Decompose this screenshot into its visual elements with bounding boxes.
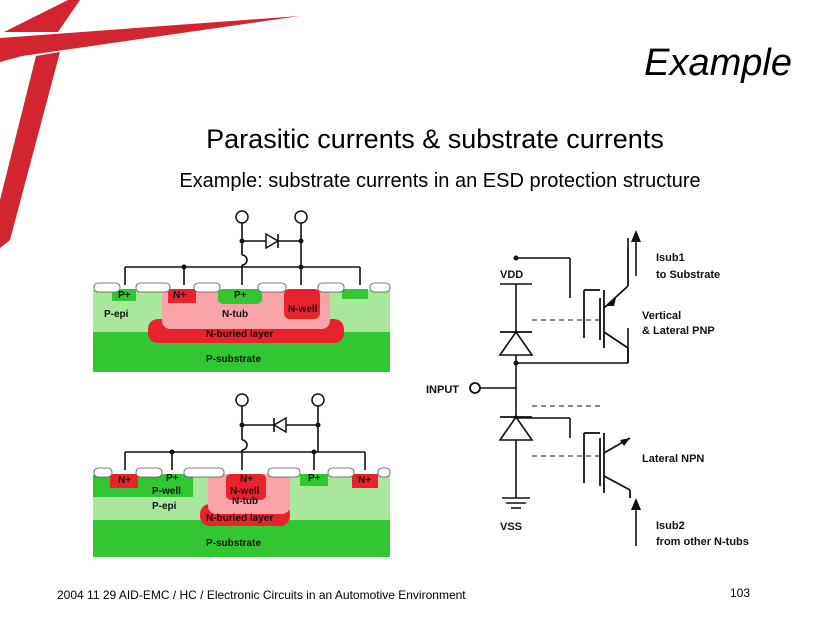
n-plus-left-region xyxy=(110,474,138,488)
n-plus-right-region xyxy=(352,474,378,488)
label-p-plus-right: P+ xyxy=(308,473,321,484)
input-label: INPUT xyxy=(426,384,459,396)
p-plus-left-region xyxy=(112,289,136,301)
p-plus-right-region xyxy=(342,289,368,299)
slide-subtitle: Parasitic currents & substrate currents xyxy=(206,124,664,154)
label-n-plus-right: N+ xyxy=(358,475,371,486)
isub2-arrow-icon xyxy=(631,498,641,510)
label-p-plus-center: P+ xyxy=(234,290,247,301)
label-n-well: N-well xyxy=(230,486,260,497)
p-substrate-layer xyxy=(93,520,390,557)
isub1-arrow-icon xyxy=(631,230,641,242)
upper-diode-icon xyxy=(498,330,534,356)
top-cross-section: P+ N+ P+ N-tub N-well P-epi N-buried lay… xyxy=(93,210,391,372)
pnp-label-2: & Lateral PNP xyxy=(642,325,715,337)
npn-label: Lateral NPN xyxy=(642,453,704,465)
p-plus-right-region xyxy=(300,474,328,486)
n-plus-region xyxy=(168,289,196,303)
label-p-epi: P-epi xyxy=(152,501,177,512)
slide-title: Example xyxy=(644,42,792,84)
label-p-substrate: P-substrate xyxy=(206,538,261,549)
page-number: 103 xyxy=(730,586,751,600)
label-n-plus-center: N+ xyxy=(240,474,253,485)
label-n-plus-left: N+ xyxy=(118,475,131,486)
npn-transistor-icon xyxy=(583,432,631,498)
n-well-region xyxy=(226,474,266,500)
label-n-buried: N-buried layer xyxy=(206,513,273,524)
n-well-region xyxy=(284,289,320,319)
vdd-label: VDD xyxy=(500,269,523,281)
isub1-desc: to Substrate xyxy=(656,269,720,281)
label-n-tub: N-tub xyxy=(222,309,248,320)
footer-text: 2004 11 29 AID-EMC / HC / Electronic Cir… xyxy=(57,588,466,602)
bottom-cross-section: N+ P+ P-well N+ N-well N-tub P+ N+ P-epi… xyxy=(93,393,391,557)
example-caption: Example: substrate currents in an ESD pr… xyxy=(179,170,701,192)
label-p-well: P-well xyxy=(152,486,181,497)
pnp-label-1: Vertical xyxy=(642,310,681,322)
red-cross-logo xyxy=(0,0,300,248)
pnp-transistor-icon xyxy=(583,248,629,363)
label-p-epi: P-epi xyxy=(104,309,129,320)
label-n-buried: N-buried layer xyxy=(206,329,273,340)
esd-circuit-schematic: VDD INPUT VSS Isub1 to Substrate Vertica… xyxy=(426,230,749,548)
p-plus-center-region xyxy=(218,289,262,304)
label-n-well: N-well xyxy=(288,304,318,315)
isub2-desc: from other N-tubs xyxy=(656,536,749,548)
label-p-plus: P+ xyxy=(118,290,131,301)
input-pin-icon xyxy=(469,382,481,394)
label-p-substrate: P-substrate xyxy=(206,354,261,365)
vss-label: VSS xyxy=(500,521,522,533)
lower-diode-icon xyxy=(498,415,534,441)
isub2-label: Isub2 xyxy=(656,520,685,532)
label-n-plus: N+ xyxy=(173,290,186,301)
label-n-tub: N-tub xyxy=(232,496,258,507)
isub1-label: Isub1 xyxy=(656,252,685,264)
p-plus-left-region xyxy=(160,474,184,486)
label-p-plus-left: P+ xyxy=(166,473,179,484)
